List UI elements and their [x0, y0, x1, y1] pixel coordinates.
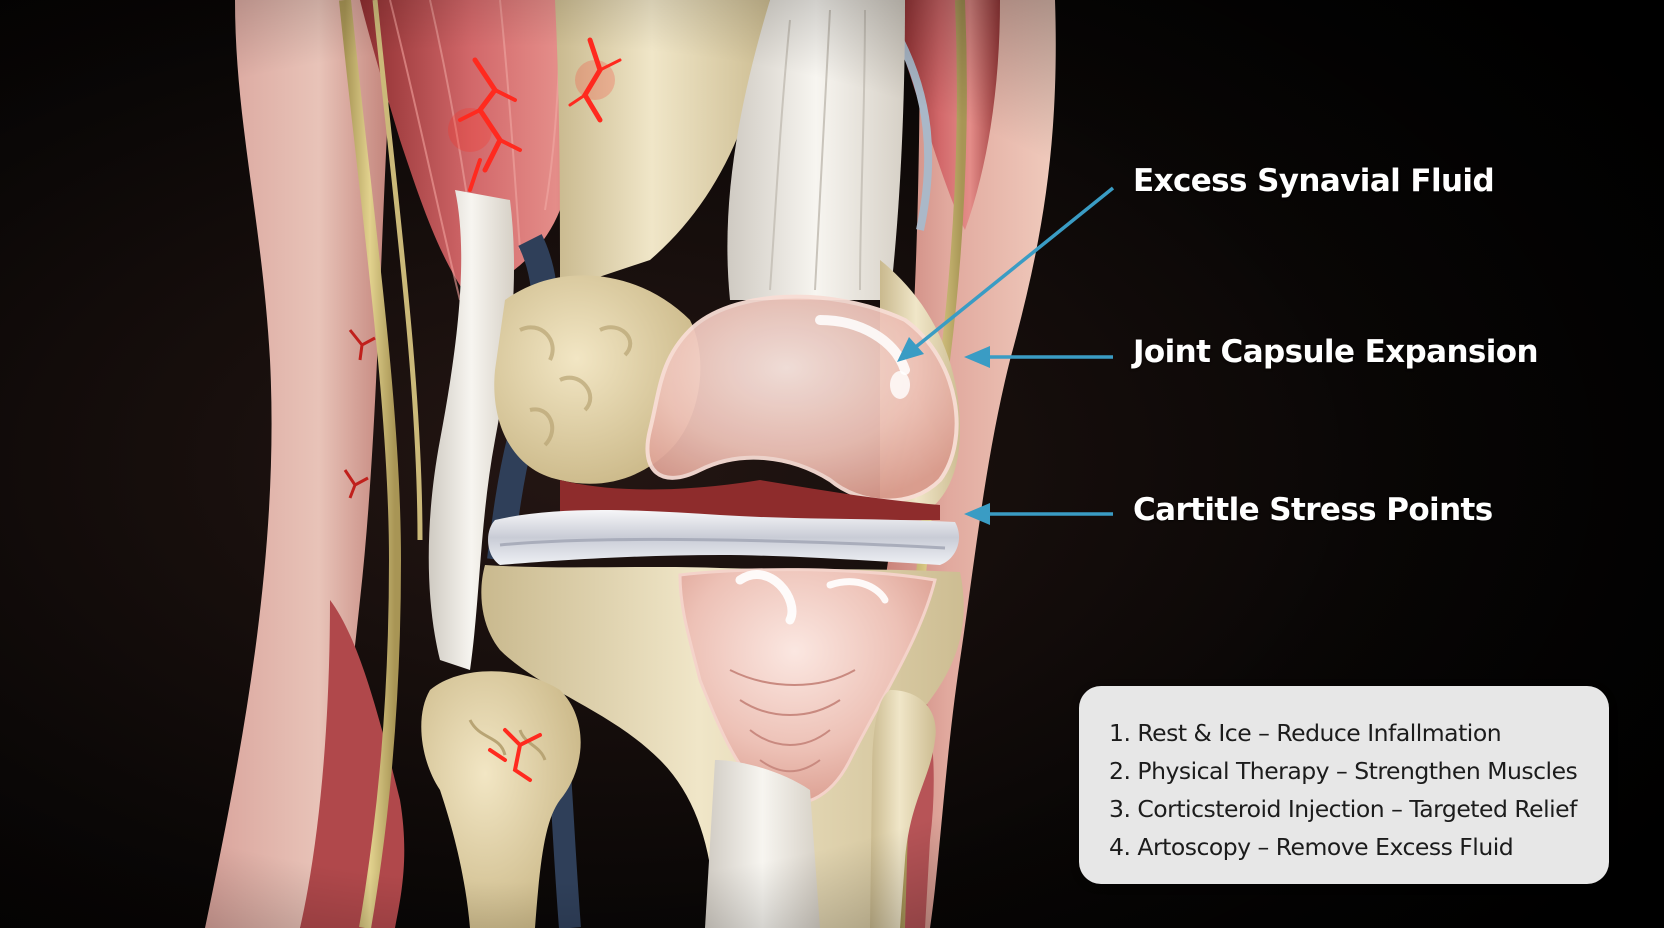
callout-arrows	[897, 186, 1115, 525]
arrowhead-joint-capsule	[964, 346, 990, 368]
arrow-synovial-fluid	[910, 186, 1115, 352]
callout-label-joint-capsule: Joint Capsule Expansion	[1133, 334, 1539, 370]
treatment-item-3: 3. Corticsteroid Injection – Targeted Re…	[1109, 795, 1577, 823]
treatment-item-4: 4. Artoscopy – Remove Excess Fluid	[1109, 833, 1514, 861]
callout-label-synovial-fluid: Excess Synavial Fluid	[1133, 163, 1495, 199]
arrowhead-synovial-fluid	[897, 337, 924, 362]
callout-label-cartilage-stress: Cartitle Stress Points	[1133, 492, 1493, 528]
arrowhead-cartilage	[964, 503, 990, 525]
treatment-list-box: 1. Rest & Ice – Reduce Infallmation 2. P…	[1079, 686, 1609, 884]
treatment-item-1: 1. Rest & Ice – Reduce Infallmation	[1109, 719, 1502, 747]
treatment-item-2: 2. Physical Therapy – Strengthen Muscles	[1109, 757, 1578, 785]
